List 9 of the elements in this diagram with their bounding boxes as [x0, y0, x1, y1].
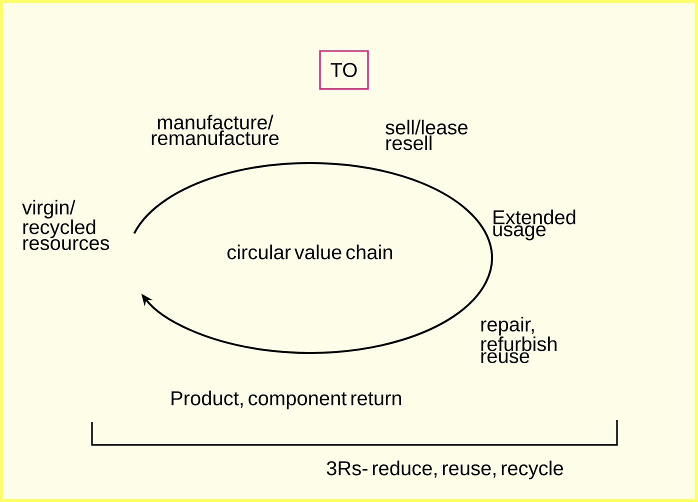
text-label: repair, refurbish reuse [481, 316, 556, 364]
text-label: sell/lease resell [386, 120, 468, 150]
text-label: manufacture/ remanufacture [152, 114, 279, 146]
text-label: virgin/ recycled resources [22, 200, 110, 250]
text-label: Extended usage [493, 210, 576, 240]
text-label: circular value chain [227, 244, 392, 260]
text-label: Product, component return [172, 390, 402, 410]
text-label: 3Rs- reduce, reuse, recycle [326, 460, 563, 480]
heading-box: TO [319, 50, 369, 90]
